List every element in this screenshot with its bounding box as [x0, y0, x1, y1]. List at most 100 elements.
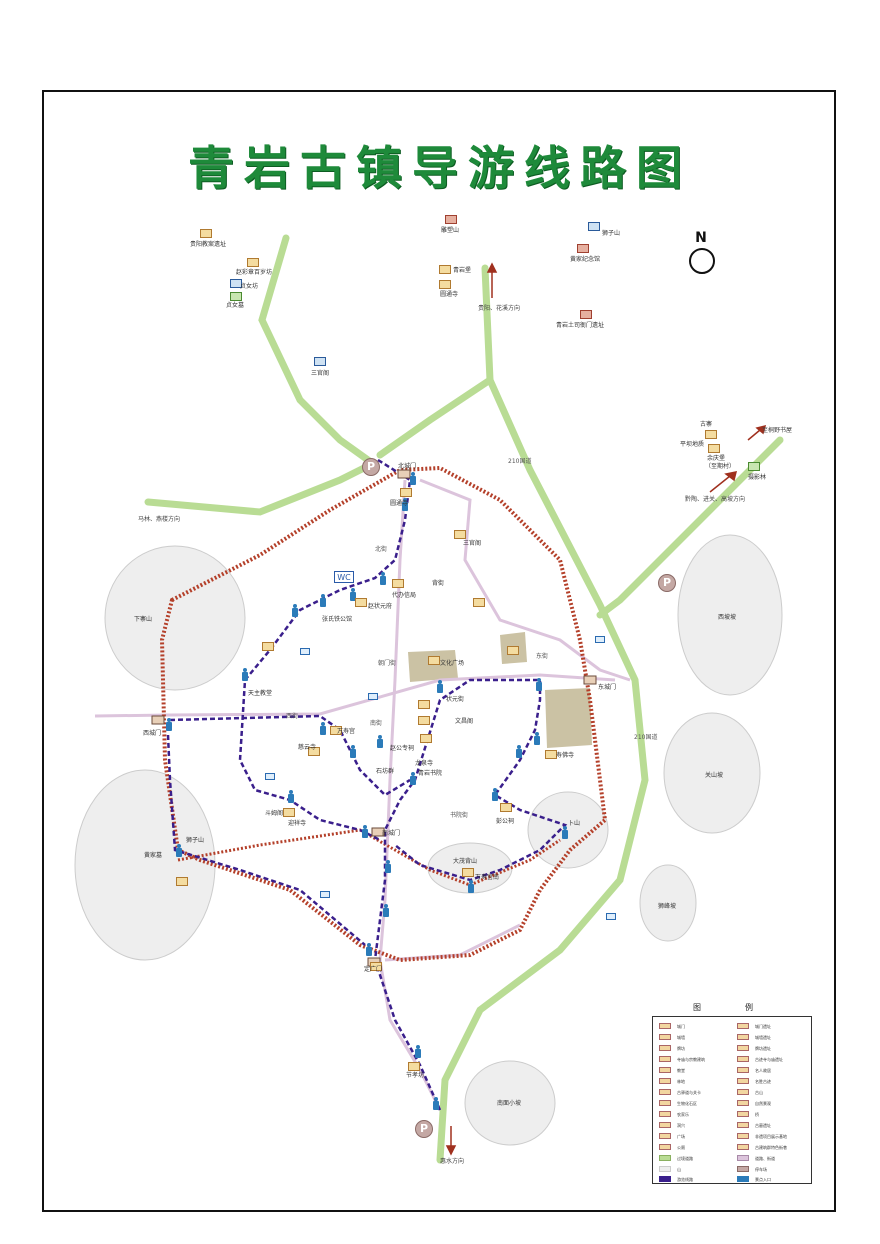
entry-person-icon — [536, 678, 542, 692]
attraction-label[interactable]: 万寿宫南 — [475, 874, 500, 881]
mountain-label: 大茂背山 — [453, 858, 478, 865]
attraction-label[interactable]: 张氏铁公馆 — [322, 616, 353, 623]
route-west-south — [166, 734, 366, 946]
legend-item: 山 — [677, 1167, 681, 1172]
far-poi-label[interactable]: （至期村） — [705, 463, 736, 470]
attraction-label[interactable]: 代办信局 — [392, 592, 417, 599]
attraction-label[interactable]: 斗姆阁 — [265, 810, 284, 817]
attraction-label[interactable]: 赵公专祠 — [390, 745, 415, 752]
entry-person-icon — [380, 572, 386, 586]
legend-item: 城墙遗址 — [755, 1035, 771, 1040]
attraction-label[interactable]: 赵状元府 — [368, 603, 393, 610]
poi-icon — [454, 530, 466, 539]
poi-icon — [545, 750, 557, 759]
attraction-label[interactable]: 节孝坊 — [406, 1072, 425, 1079]
far-poi-label[interactable]: 青岩堡 — [453, 267, 472, 274]
attraction-label[interactable]: 石坊群 — [376, 768, 395, 775]
attraction-label[interactable]: 狮子山 — [186, 837, 205, 844]
far-poi-label[interactable]: 贞女坊 — [240, 283, 259, 290]
poi-icon — [748, 462, 760, 471]
street-label: 东街 — [536, 653, 549, 660]
far-poi-label[interactable]: 古寨 — [700, 421, 713, 428]
far-poi-label[interactable]: 狮子山 — [602, 230, 621, 237]
telephone-icon — [595, 636, 605, 643]
mountain-label: 西坡坡 — [718, 614, 737, 621]
legend-symbol — [659, 1067, 671, 1073]
mountain-nanmian — [464, 1060, 556, 1146]
highway-210-north — [436, 264, 649, 1164]
entry-person-icon — [320, 594, 326, 608]
legend-symbol — [659, 1100, 671, 1106]
parking-south[interactable]: P — [415, 1120, 433, 1138]
gate-label[interactable]: 北城门 — [398, 463, 417, 470]
attraction-label[interactable]: 圆通寺 — [390, 500, 409, 507]
gate-label[interactable]: 南城门 — [382, 830, 401, 837]
lane-east-loop — [419, 478, 631, 682]
gate-label[interactable]: 定广门 — [364, 966, 383, 973]
far-poi-label[interactable]: 雕塑山 — [441, 227, 460, 234]
legend-item: 寺庙与宗教建筑 — [677, 1057, 705, 1062]
entry-person-icon — [176, 844, 182, 858]
entry-person-icon — [242, 668, 248, 682]
legend-item: 古墓遗址 — [755, 1123, 771, 1128]
lanes — [94, 478, 631, 1111]
legend-item: 广场 — [677, 1134, 685, 1139]
legend-item: 古建筑群特色街巷 — [755, 1145, 787, 1150]
legend-item: 教堂 — [677, 1068, 685, 1073]
attraction-label[interactable]: 迎祥寺 — [288, 820, 307, 827]
poi-icon — [308, 747, 320, 756]
attraction-label[interactable]: 龙泉寺 — [415, 760, 434, 767]
poi-icon — [439, 280, 451, 289]
legend-item: 城门遗址 — [755, 1024, 771, 1029]
attraction-label[interactable]: 天主教堂 — [248, 690, 273, 697]
far-poi-label[interactable]: 平坝地质 — [680, 441, 705, 448]
far-poi-label[interactable]: 摄影林 — [748, 474, 767, 481]
attraction-label[interactable]: 三官阁 — [463, 540, 482, 547]
legend-symbol — [737, 1067, 749, 1073]
attraction-label[interactable]: 状元街 — [446, 696, 465, 703]
attraction-label[interactable]: 彭公祠 — [496, 818, 515, 825]
poi-icon — [247, 258, 259, 267]
attraction-label[interactable]: 背街 — [432, 580, 445, 587]
far-poi-label[interactable]: 贞女墓 — [226, 302, 245, 309]
highway-east — [596, 436, 784, 619]
poi-icon — [580, 310, 592, 319]
parking-east[interactable]: P — [658, 574, 676, 592]
far-poi-label[interactable]: 圆通寺 — [440, 291, 459, 298]
legend-symbol — [659, 1056, 671, 1062]
legend-item: 林地 — [677, 1079, 685, 1084]
far-poi-label[interactable]: 黄家纪念馆 — [570, 256, 601, 263]
poi-icon — [262, 642, 274, 651]
attraction-label[interactable]: 文化广场 — [440, 660, 465, 667]
attraction-label[interactable]: 青岩书院 — [418, 770, 443, 777]
attraction-label[interactable]: 寿佛寺 — [556, 752, 575, 759]
highway-north-branch — [376, 376, 494, 459]
attraction-label[interactable]: 慈云寺 — [298, 744, 317, 751]
mountain-west-lower — [74, 769, 216, 961]
entry-person-icon — [410, 772, 416, 786]
parking-north[interactable]: P — [362, 458, 380, 476]
poi-icon — [314, 357, 326, 366]
entry-person-icon — [534, 732, 540, 746]
far-poi-label[interactable]: 三官阁 — [311, 370, 330, 377]
legend-symbol — [737, 1122, 749, 1128]
entry-person-icon — [516, 745, 522, 759]
far-poi-label[interactable]: 贵阳教案遗址 — [190, 241, 227, 248]
street-label: 南街 — [370, 720, 383, 727]
direction-label: 贵阳、花溪方向 — [478, 305, 521, 312]
attraction-label[interactable]: 万寿宫 — [337, 728, 356, 735]
far-poi-label[interactable]: 余庆堡 — [707, 455, 726, 462]
inner-wall — [177, 828, 561, 887]
gate-label[interactable]: 东城门 — [598, 684, 617, 691]
legend-item: 公厕 — [677, 1145, 685, 1150]
legend-symbol — [659, 1034, 671, 1040]
far-poi-label[interactable]: 赵彩章百岁坊 — [236, 269, 273, 276]
attraction-label[interactable]: 文昌阁 — [455, 718, 474, 725]
far-poi-label[interactable]: 青岩土司衙门遗址 — [556, 322, 605, 329]
poi-icon — [708, 444, 720, 453]
gate-label[interactable]: 西城门 — [143, 730, 162, 737]
legend-symbol — [659, 1111, 671, 1117]
attraction-label[interactable]: 黄家墓 — [144, 852, 163, 859]
telephone-icon — [368, 693, 378, 700]
gate-west — [151, 715, 165, 725]
